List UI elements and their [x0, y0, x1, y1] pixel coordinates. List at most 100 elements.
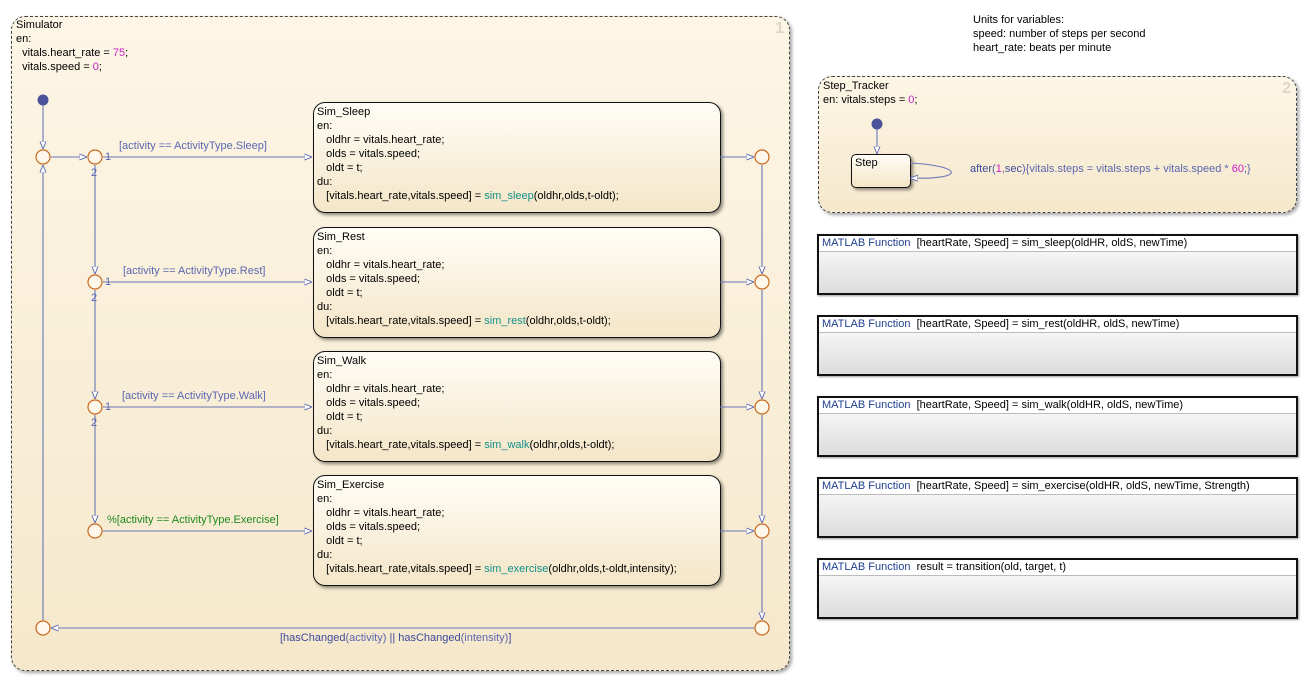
code-token: (	[992, 163, 996, 175]
code-line: [vitals.heart_rate,vitals.speed] = sim_s…	[317, 189, 619, 203]
matlab-function-label: MATLAB Function	[822, 561, 911, 573]
junction[interactable]	[87, 274, 103, 290]
junction[interactable]	[754, 149, 770, 165]
code-line: [vitals.heart_rate,vitals.speed] = sim_w…	[317, 438, 614, 452]
matlab-function-sim-sleep[interactable]: MATLAB Function [heartRate, Speed] = sim…	[817, 234, 1298, 295]
code-token: 1	[995, 163, 1002, 175]
code-token: oldt = t;	[317, 162, 363, 174]
code-token: en:	[317, 369, 333, 381]
sim-exercise-state[interactable]: Sim_Exercise en: oldhr = vitals.heart_ra…	[313, 475, 721, 586]
code-token: olds = vitals.speed;	[317, 273, 421, 285]
transition-order-label: 2	[91, 292, 98, 304]
code-token: (intensity)	[460, 632, 509, 644]
matlab-function-label: MATLAB Function	[822, 318, 911, 330]
state-title: Sim_Walk	[317, 355, 367, 367]
code-token: (oldhr,olds,t-oldt,intensity);	[548, 563, 677, 575]
code-token: oldhr = vitals.heart_rate;	[317, 259, 445, 271]
code-token: oldhr = vitals.heart_rate;	[317, 507, 445, 519]
code-line: du:	[317, 548, 677, 562]
code-token: du:	[317, 301, 333, 313]
units-note-line: heart_rate: beats per minute	[973, 42, 1112, 54]
junction[interactable]	[87, 523, 103, 539]
code-line: du:	[317, 175, 619, 189]
execution-order-badge: 2	[1282, 80, 1291, 97]
transition-order-label: 2	[91, 417, 98, 429]
execution-order-badge: 1	[775, 20, 784, 37]
code-token: ;}	[1243, 163, 1251, 175]
code-line: oldhr = vitals.heart_rate;	[317, 258, 611, 272]
code-token: 0	[92, 61, 99, 73]
junction[interactable]	[87, 399, 103, 415]
matlab-function-sim-exercise[interactable]: MATLAB Function [heartRate, Speed] = sim…	[817, 477, 1298, 538]
junction[interactable]	[754, 399, 770, 415]
matlab-function-label: MATLAB Function	[822, 480, 911, 492]
step-self-transition-label[interactable]: after(1,sec){vitals.steps = vitals.steps…	[970, 163, 1251, 176]
code-token: sim_sleep	[484, 190, 534, 202]
junction[interactable]	[754, 274, 770, 290]
sim-sleep-state[interactable]: Sim_Sleep en: oldhr = vitals.heart_rate;…	[313, 102, 721, 213]
code-token: oldt = t;	[317, 535, 363, 547]
step-state-title: Step	[855, 157, 878, 169]
code-token: du:	[317, 425, 333, 437]
sim-walk-state[interactable]: Sim_Walk en: oldhr = vitals.heart_rate; …	[313, 351, 721, 462]
code-line: en:	[317, 368, 614, 382]
code-token: [activity == ActivityType.Sleep]	[119, 140, 267, 152]
code-token: ||	[386, 632, 399, 644]
step-state[interactable]: Step	[851, 154, 911, 188]
code-line: en:	[16, 32, 128, 46]
junction[interactable]	[754, 523, 770, 539]
sleep-transition-label[interactable]: [activity == ActivityType.Sleep]	[119, 140, 267, 153]
matlab-function-sim-rest[interactable]: MATLAB Function [heartRate, Speed] = sim…	[817, 315, 1298, 376]
reset-transition-label[interactable]: [hasChanged(activity) || hasChanged(inte…	[280, 632, 511, 645]
code-line: oldt = t;	[317, 410, 614, 424]
code-line: olds = vitals.speed;	[317, 396, 614, 410]
code-token: ;	[98, 61, 102, 73]
code-token: vitals.speed =	[16, 61, 93, 73]
transition-order-label: 1	[105, 401, 112, 413]
junction[interactable]	[35, 620, 51, 636]
matlab-function-sim-walk[interactable]: MATLAB Function [heartRate, Speed] = sim…	[817, 396, 1298, 457]
exercise-transition-label[interactable]: %[activity == ActivityType.Exercise]	[107, 514, 279, 527]
code-token: oldhr = vitals.heart_rate;	[317, 134, 445, 146]
code-line: oldt = t;	[317, 161, 619, 175]
step-tracker-state[interactable]: 2	[818, 76, 1297, 213]
junction[interactable]	[754, 620, 770, 636]
function-signature: [heartRate, Speed] = sim_walk(oldHR, old…	[916, 399, 1184, 411]
sim-rest-state[interactable]: Sim_Rest en: oldhr = vitals.heart_rate; …	[313, 227, 721, 338]
junction[interactable]	[35, 149, 51, 165]
step-self-transition[interactable]	[910, 162, 952, 178]
rest-transition-label[interactable]: [activity == ActivityType.Rest]	[123, 265, 265, 278]
code-line: [vitals.heart_rate,vitals.speed] = sim_r…	[317, 314, 611, 328]
code-token: 0	[908, 94, 915, 106]
step-tracker-title: Step_Tracker	[823, 80, 889, 92]
code-line: oldt = t;	[317, 534, 677, 548]
simulator-entry-action: en: vitals.heart_rate = 75; vitals.speed…	[16, 32, 128, 74]
units-note-line: Units for variables:	[973, 14, 1065, 26]
code-token: du:	[317, 176, 333, 188]
code-token: en:	[317, 493, 333, 505]
state-actions: en: oldhr = vitals.heart_rate; olds = vi…	[317, 244, 611, 328]
matlab-function-transition[interactable]: MATLAB Function result = transition(old,…	[817, 558, 1298, 619]
code-token: oldhr = vitals.heart_rate;	[317, 383, 445, 395]
units-note: Units for variables: speed: number of st…	[973, 13, 1145, 55]
code-token: oldt = t;	[317, 287, 363, 299]
walk-transition-label[interactable]: [activity == ActivityType.Walk]	[122, 390, 266, 403]
code-token: en:	[317, 120, 333, 132]
code-token: [hasChanged	[280, 632, 346, 644]
code-token: vitals.heart_rate =	[16, 47, 113, 59]
code-token: oldt = t;	[317, 411, 363, 423]
code-token: ;	[914, 94, 918, 106]
junction[interactable]	[87, 149, 103, 165]
code-line: en:	[317, 492, 677, 506]
code-line: oldt = t;	[317, 286, 611, 300]
default-transition-dot	[37, 94, 49, 106]
code-token: [vitals.heart_rate,vitals.speed] =	[317, 563, 485, 575]
code-line: vitals.heart_rate = 75;	[16, 46, 128, 60]
code-token: olds = vitals.speed;	[317, 397, 421, 409]
code-token: en:	[16, 33, 32, 45]
code-token: ]	[508, 632, 512, 644]
simulator-title: Simulator	[16, 19, 63, 31]
function-signature: result = transition(old, target, t)	[916, 561, 1067, 573]
code-line: du:	[317, 300, 611, 314]
transition-order-label: 1	[105, 151, 112, 163]
